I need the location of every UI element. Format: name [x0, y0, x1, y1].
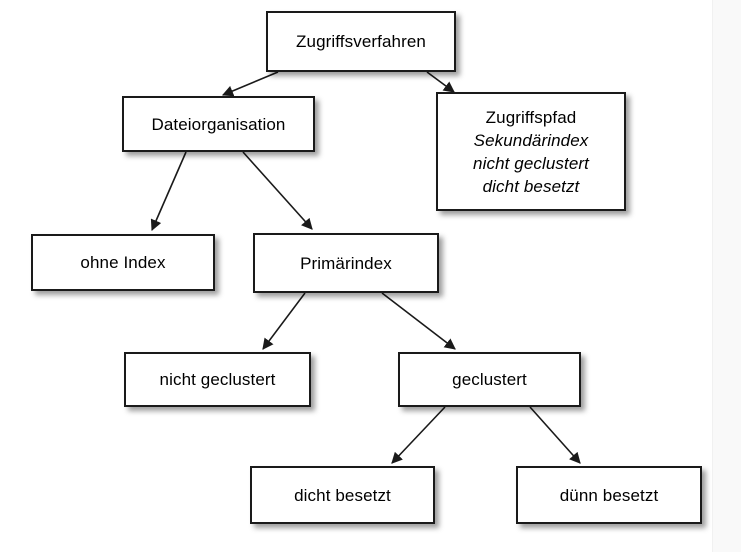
node-dateiorganisation[interactable]: Dateiorganisation: [122, 96, 315, 152]
edge-geclustert-dicht-besetzt: [391, 406, 446, 464]
edge-dateiorganisation-primaerindex: [242, 151, 313, 230]
edge-geclustert-duenn-besetzt: [529, 406, 581, 464]
node-label: dicht besetzt: [294, 485, 391, 505]
node-zugriffspfad[interactable]: Zugriffspfad Sekundärindex nicht geclust…: [436, 92, 626, 211]
node-duenn-besetzt[interactable]: dünn besetzt: [516, 466, 702, 524]
node-nicht-geclustert[interactable]: nicht geclustert: [124, 352, 311, 407]
node-geclustert[interactable]: geclustert: [398, 352, 581, 407]
node-ohne-index[interactable]: ohne Index: [31, 234, 215, 291]
node-label: nicht geclustert: [159, 370, 276, 389]
edge-primaerindex-nicht-geclustert: [262, 292, 306, 350]
node-label-line-2: Sekundärindex: [473, 130, 589, 150]
node-label: Primärindex: [300, 253, 392, 273]
node-label-line-4: dicht besetzt: [482, 176, 580, 196]
node-label-line-1: Zugriffspfad: [485, 107, 577, 127]
edge-zugriffsverfahren-zugriffspfad: [426, 71, 455, 93]
edge-primaerindex-geclustert: [381, 292, 456, 350]
page-right-margin-strip: [712, 0, 741, 552]
edge-zugriffsverfahren-dateiorganisation: [221, 71, 279, 97]
node-label-line-3: nicht geclustert: [473, 153, 589, 173]
node-dicht-besetzt[interactable]: dicht besetzt: [250, 466, 435, 524]
node-label: ohne Index: [80, 253, 166, 272]
node-label: Dateiorganisation: [151, 114, 286, 134]
node-label: Zugriffsverfahren: [296, 32, 426, 51]
node-label: dünn besetzt: [559, 485, 659, 505]
edge-dateiorganisation-ohne-index: [150, 151, 187, 232]
node-primaerindex[interactable]: Primärindex: [253, 233, 439, 293]
node-zugriffsverfahren[interactable]: Zugriffsverfahren: [266, 11, 456, 72]
node-label: geclustert: [452, 370, 527, 389]
